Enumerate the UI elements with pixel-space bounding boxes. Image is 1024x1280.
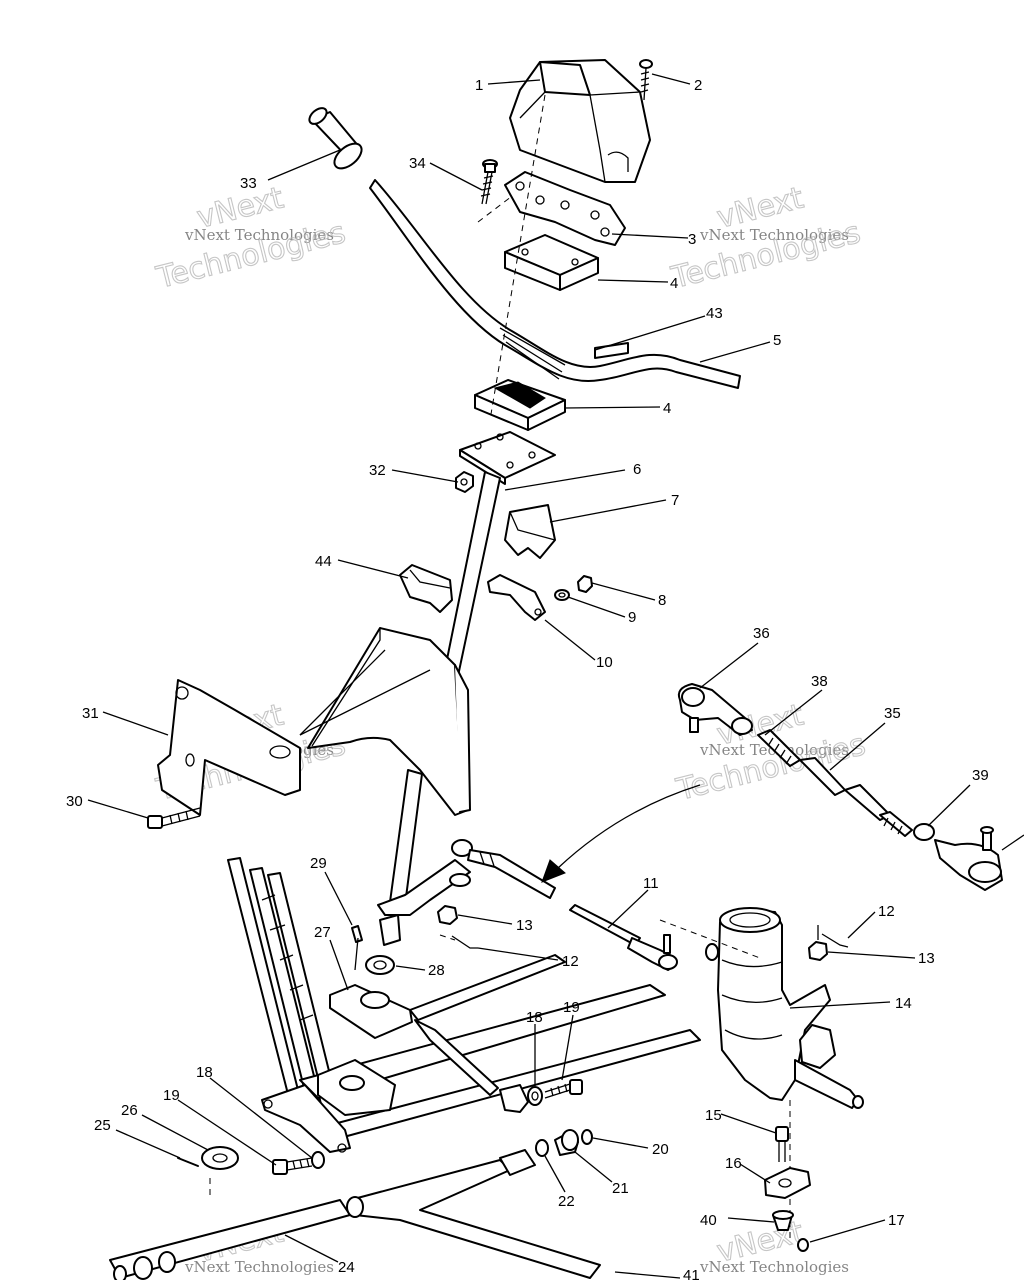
callout-22: 22 (558, 1193, 575, 1210)
callout-15: 15 (705, 1107, 722, 1124)
callout-1: 1 (475, 77, 483, 94)
handlebar-pad (509, 59, 651, 183)
bushing (504, 504, 556, 559)
callout-41: 41 (683, 1267, 700, 1280)
callout-12-left: 12 (562, 953, 579, 970)
callout-6: 6 (633, 461, 641, 478)
callout-29: 29 (310, 855, 327, 872)
handlebar (308, 107, 741, 389)
tie-rod-end (451, 839, 556, 899)
pad-screw (639, 59, 653, 101)
washer-right (527, 1086, 543, 1106)
spindle-bolt (775, 1126, 789, 1162)
callout-3: 3 (688, 231, 696, 248)
cotter-key-right (817, 925, 849, 948)
callout-30: 30 (66, 793, 83, 810)
callout-17: 17 (888, 1212, 905, 1229)
watermark-text: vNext Technologies (699, 226, 849, 244)
callout-38: 38 (811, 673, 828, 690)
leader-lines (87, 73, 1024, 1279)
hex-nut (577, 575, 593, 593)
chassis-frame (227, 857, 701, 1153)
tie-rod-assembly-detail (677, 683, 1003, 891)
decal (594, 342, 629, 359)
steering-shaft-lower (377, 769, 471, 946)
callout-34: 34 (409, 155, 426, 172)
callout-21: 21 (612, 1180, 629, 1197)
callout-26: 26 (121, 1102, 138, 1119)
callout-4-upper: 4 (670, 275, 678, 292)
clamp-plate (504, 171, 626, 246)
retainer-plate (764, 1167, 811, 1199)
callout-4-lower: 4 (663, 400, 671, 417)
frame-tab (499, 1084, 529, 1113)
callout-19-right: 19 (563, 999, 580, 1016)
callout-10: 10 (596, 654, 613, 671)
bushing-lower (399, 564, 453, 613)
watermark-text: vNext Technologies (184, 226, 334, 244)
frame-bolt-right (544, 1079, 583, 1099)
callout-35: 35 (884, 705, 901, 722)
lower-clamp-block (474, 379, 566, 431)
callout-8: 8 (658, 592, 666, 609)
detail-arrow (541, 784, 701, 883)
dust-cap (772, 1210, 794, 1231)
callout-13-left: 13 (516, 917, 533, 934)
cotter-key (439, 934, 478, 949)
tie-rod (569, 904, 678, 971)
a-arm-washer (535, 1139, 549, 1157)
steering-post (441, 431, 556, 691)
callout-43: 43 (706, 305, 723, 322)
callout-14: 14 (895, 995, 912, 1012)
bracket-bolt (147, 807, 201, 829)
u-bracket (487, 574, 546, 621)
callout-19-left: 19 (163, 1087, 180, 1104)
callout-31: 31 (82, 705, 99, 722)
grease-fitting (797, 1238, 809, 1252)
spindle (659, 907, 864, 1240)
lock-washer (554, 589, 570, 601)
bearing-plate (329, 984, 413, 1039)
callout-18-right: 18 (526, 1009, 543, 1026)
callout-40: 40 (700, 1212, 717, 1229)
a-arm-bushing (554, 1129, 579, 1156)
callout-13-right: 13 (918, 950, 935, 967)
washer-left (311, 1151, 325, 1169)
callout-9: 9 (628, 609, 636, 626)
large-washer (201, 1146, 239, 1170)
roll-pin (177, 1157, 211, 1200)
watermark-text: vNext Technologies (184, 1258, 334, 1276)
mount-bracket (157, 679, 301, 816)
upper-clamp-block (504, 234, 599, 291)
console-panel (299, 627, 471, 816)
callout-33: 33 (240, 175, 257, 192)
lock-nut (455, 471, 474, 493)
cotter-pin (351, 925, 363, 971)
castle-nut (437, 905, 458, 925)
watermark-text: vNext Technologies (699, 1258, 849, 1276)
callout-28: 28 (428, 962, 445, 979)
callout-24: 24 (338, 1259, 355, 1276)
callout-25: 25 (94, 1117, 111, 1134)
callout-27: 27 (314, 924, 331, 941)
callout-44: 44 (315, 553, 332, 570)
snap-ring (581, 1129, 593, 1145)
callout-39: 39 (972, 767, 989, 784)
callout-5: 5 (773, 332, 781, 349)
flat-washer (365, 955, 395, 975)
callout-2: 2 (694, 77, 702, 94)
callout-12-right: 12 (878, 903, 895, 920)
callout-7: 7 (671, 492, 679, 509)
castle-nut-right (808, 941, 828, 961)
callout-20: 20 (652, 1141, 669, 1158)
frame-bolt-left (272, 1157, 313, 1175)
callout-32: 32 (369, 462, 386, 479)
callout-labels: 1 2 3 4 5 4 6 7 8 9 10 11 12 12 13 13 14… (66, 77, 989, 1280)
callout-18-left: 18 (196, 1064, 213, 1081)
a-arm (109, 1149, 601, 1280)
callout-16: 16 (725, 1155, 742, 1172)
callout-11: 11 (643, 875, 659, 892)
callout-36: 36 (753, 625, 770, 642)
